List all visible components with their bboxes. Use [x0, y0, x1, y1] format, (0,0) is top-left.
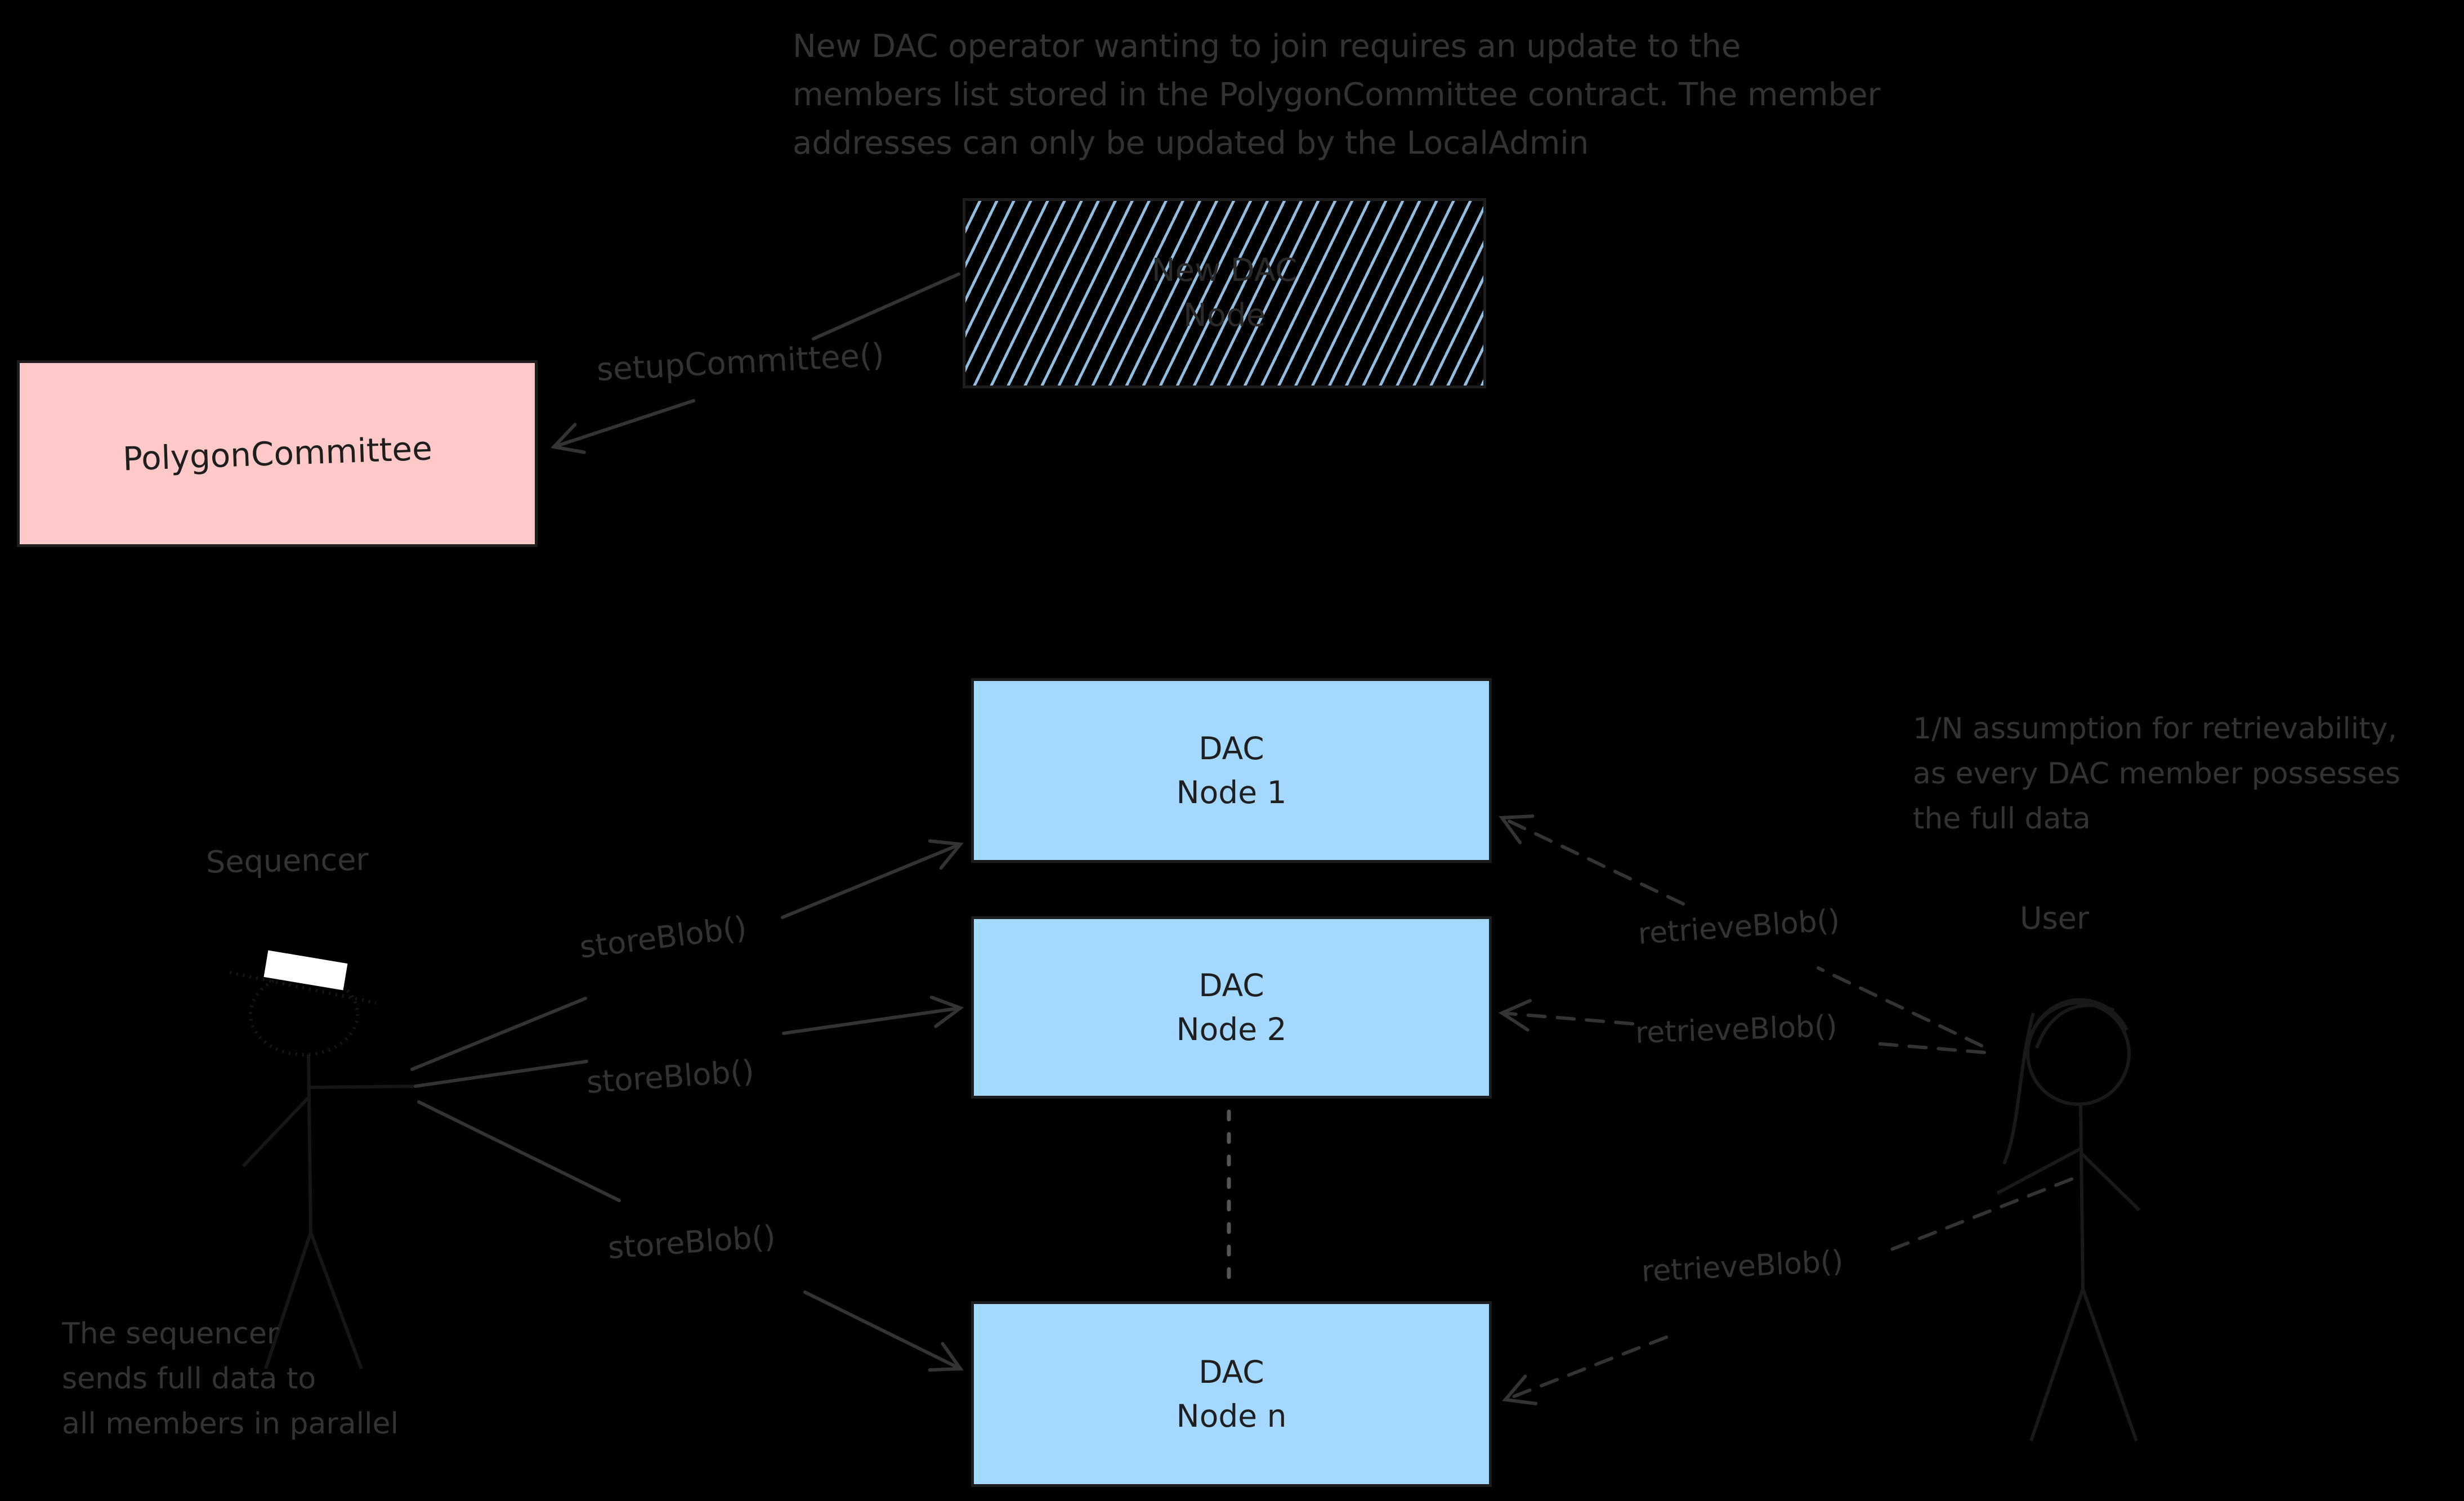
retrieve-blob-arrow-2 [1498, 999, 1986, 1054]
new-dac-node-box: New DAC Node [963, 198, 1486, 388]
dac-node-n-box: DAC Node n [971, 1301, 1492, 1487]
sequencer-person-icon [229, 950, 414, 1370]
top-annotation-line: New DAC operator wanting to join require… [793, 28, 1741, 65]
sequencer-label: Sequencer [205, 841, 369, 880]
retrieve-blob-edge-label-2: retrieveBlob() [1634, 1009, 1838, 1050]
store-blob-arrow-3 [417, 1100, 964, 1372]
dac-node-1-box: DAC Node 1 [971, 678, 1492, 863]
dac-node-2-label: DAC [1199, 967, 1264, 1003]
retrieve-blob-arrow-3 [1502, 1177, 2073, 1405]
top-annotation-line: members list stored in the PolygonCommit… [793, 77, 1881, 113]
new-dac-node-label: New DAC [1151, 252, 1298, 289]
dac-node-1-label: Node 1 [1176, 774, 1287, 810]
sequencer-annotation-line: all members in parallel [62, 1407, 399, 1441]
polygon-committee-label: PolygonCommittee [122, 429, 433, 478]
sequencer-annotation: The sequencer sends full data to all mem… [62, 1311, 399, 1446]
dac-node-2-box: DAC Node 2 [971, 916, 1492, 1099]
sequencer-hat-icon [263, 950, 348, 991]
setup-committee-arrow [551, 272, 960, 454]
retrieve-blob-arrow-1 [1499, 814, 1983, 1047]
sequencer-annotation-line: sends full data to [62, 1362, 316, 1396]
polygon-committee-box: PolygonCommittee [17, 360, 538, 547]
retrievability-annotation-line: 1/N assumption for retrievability, [1913, 712, 2397, 746]
retrievability-annotation-line: as every DAC member possesses [1913, 757, 2401, 791]
retrievability-annotation-line: the full data [1913, 802, 2091, 836]
dac-node-n-label: Node n [1176, 1398, 1287, 1434]
dac-node-1-label: DAC [1199, 731, 1264, 767]
store-blob-arrow-2 [414, 996, 964, 1088]
user-label: User [2020, 900, 2090, 936]
new-dac-node-label: Node [1183, 297, 1266, 334]
user-person-icon [1996, 998, 2141, 1441]
dac-node-n-label: DAC [1199, 1354, 1264, 1390]
top-annotation-line: addresses can only be updated by the Loc… [793, 125, 1589, 162]
top-annotation: New DAC operator wanting to join require… [793, 23, 1881, 168]
sequencer-annotation-line: The sequencer [62, 1317, 279, 1351]
store-blob-arrow-1 [410, 839, 964, 1071]
dac-node-2-label: Node 2 [1176, 1011, 1287, 1047]
retrievability-annotation: 1/N assumption for retrievability, as ev… [1913, 706, 2400, 841]
